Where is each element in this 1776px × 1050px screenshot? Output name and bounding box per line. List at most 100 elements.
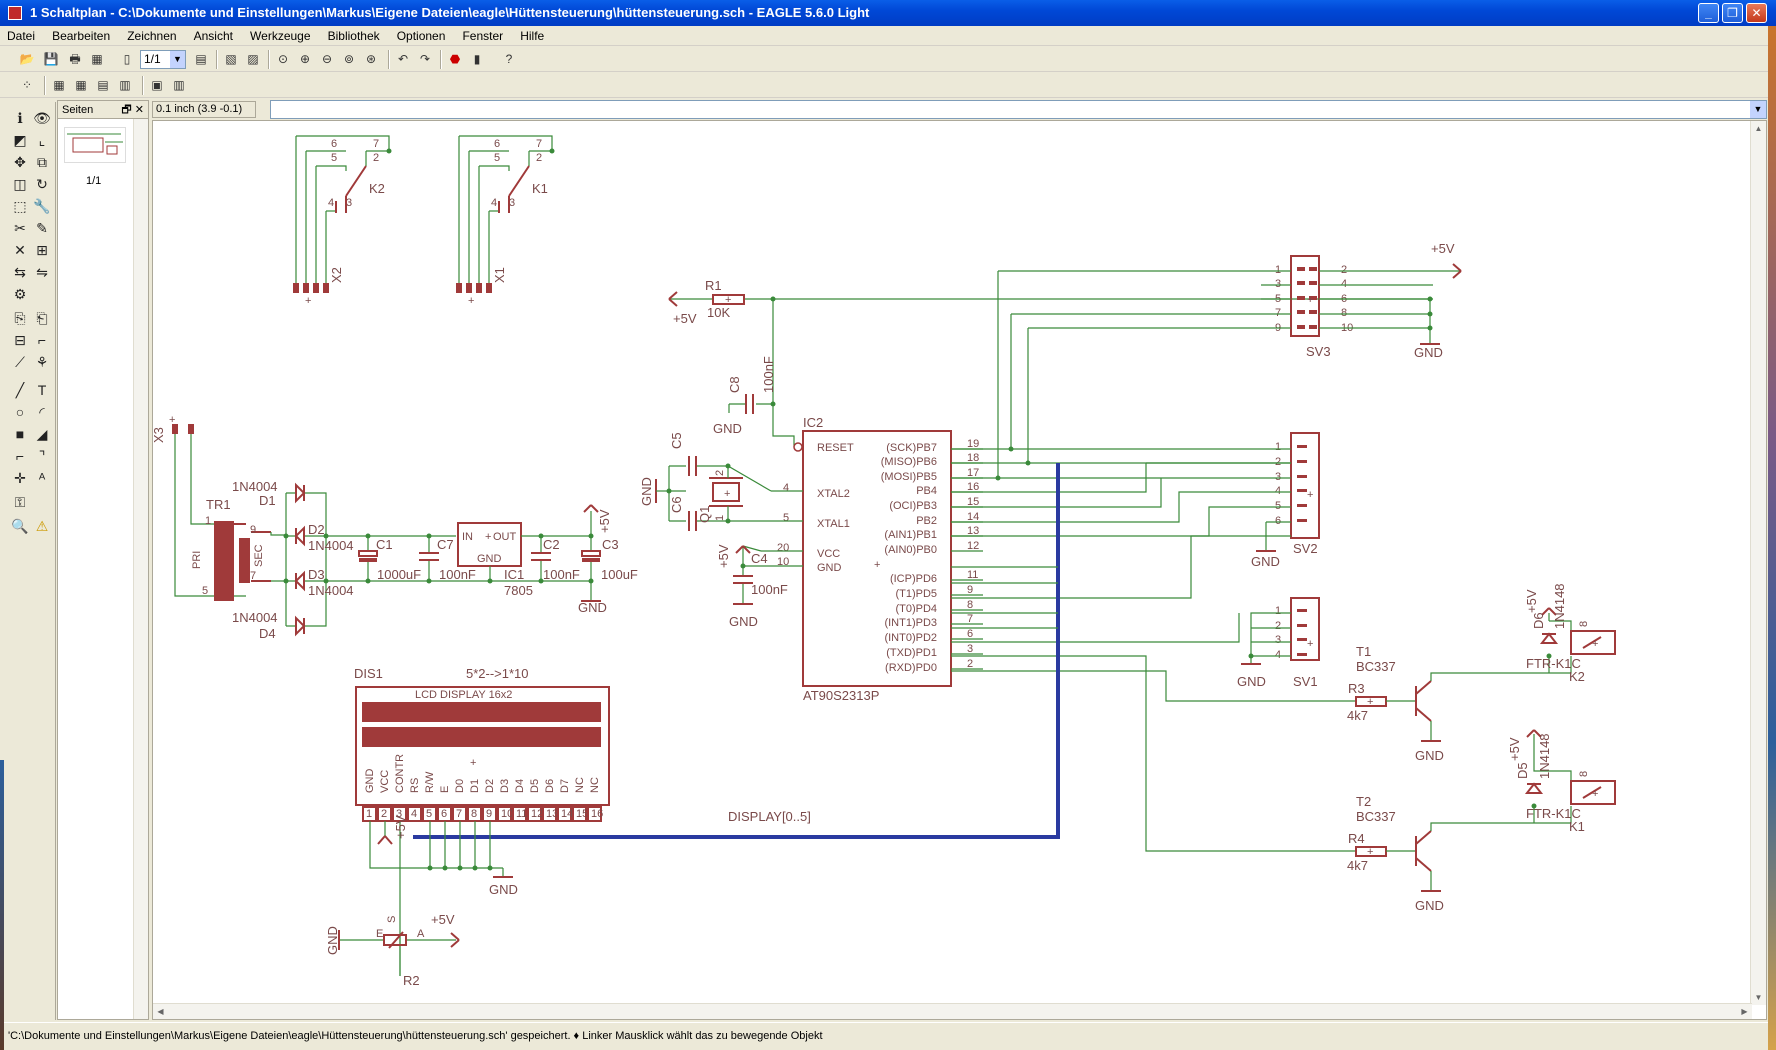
menu-datei[interactable]: Datei <box>7 29 36 43</box>
invoke-icon[interactable]: ⚘ <box>35 354 49 370</box>
canvas-vertical-scrollbar[interactable]: ▲ ▼ <box>1750 121 1766 1005</box>
rect-icon[interactable]: ■ <box>15 426 25 442</box>
add-icon[interactable]: ⊞ <box>36 242 48 258</box>
zoom-in-icon[interactable]: ⊕ <box>299 52 311 66</box>
layout-icon[interactable]: ▦ <box>53 78 65 92</box>
driver-t1[interactable]: + R3 4k7 T1 BC337 GND +5V D6 1N4148 + 8 <box>1347 583 1616 763</box>
wire-icon[interactable]: ╱ <box>15 382 25 398</box>
r2-potentiometer[interactable]: E S A +5V GND R2 <box>325 912 460 988</box>
script-icon[interactable]: ▧ <box>225 52 237 66</box>
scroll-left-icon[interactable]: ◀ <box>157 1007 164 1016</box>
cut-icon[interactable]: ✂ <box>14 220 26 236</box>
scroll-right-icon[interactable]: ▶ <box>1741 1007 1748 1016</box>
undo-icon[interactable]: ↶ <box>397 52 409 66</box>
crystal-group[interactable]: + C5 C6 Q1 2 1 GND <box>639 432 772 531</box>
net-icon[interactable]: ⌝ <box>38 448 46 464</box>
menu-hilfe[interactable]: Hilfe <box>520 29 545 43</box>
group-icon[interactable]: ⬚ <box>13 198 27 214</box>
zoom-select-icon[interactable]: ⊛ <box>365 52 377 66</box>
replace-icon[interactable]: ⚙ <box>13 286 27 302</box>
page-thumbnail[interactable] <box>64 127 126 163</box>
save-icon[interactable]: 💾 <box>43 52 59 66</box>
delete-icon[interactable]: ✕ <box>14 242 26 258</box>
miter-icon[interactable]: ⌐ <box>37 332 47 348</box>
driver-t2[interactable]: + R4 4k7 T2 BC337 GND +5V D5 1N4148 + 8 <box>1347 729 1616 913</box>
layout-icon[interactable]: ▥ <box>119 78 131 92</box>
smash-icon[interactable]: ⊟ <box>14 332 26 348</box>
bus-icon[interactable]: ⌐ <box>15 448 25 464</box>
gateswap-icon[interactable]: ⇋ <box>36 264 48 280</box>
move-icon[interactable]: ✥ <box>14 154 26 170</box>
info-icon[interactable]: ℹ <box>17 110 23 126</box>
mirror-icon[interactable]: ◫ <box>13 176 27 192</box>
relay-k1-group[interactable]: 6 7 5 2 4 3 K1 + X1 <box>456 135 555 307</box>
close-icon[interactable]: 🗗 ✕ <box>121 104 144 116</box>
pinswap-icon[interactable]: ⇆ <box>14 264 26 280</box>
restore-button[interactable]: ❐ <box>1722 3 1743 23</box>
relay-k2-group[interactable]: 6 7 5 2 4 3 K2 + X2 <box>293 135 392 307</box>
canvas-horizontal-scrollbar[interactable]: ◀ ▶ <box>153 1003 1752 1019</box>
rotate-icon[interactable]: ↻ <box>36 176 48 192</box>
errors-icon[interactable]: ⚠ <box>35 518 49 534</box>
pages-scrollbar[interactable] <box>133 119 148 1019</box>
layout-icon[interactable]: ▥ <box>173 78 185 92</box>
copy-icon[interactable]: ⧉ <box>37 154 47 170</box>
display-icon[interactable]: ◩ <box>13 132 27 148</box>
ic2-microcontroller[interactable]: IC2 AT90S2313P RESET XTAL2 XTAL1 VCC GND… <box>761 415 983 703</box>
junction-icon[interactable]: ✛ <box>14 470 26 486</box>
command-line-input[interactable]: ▼ <box>270 100 1767 119</box>
polygon-icon[interactable]: ◢ <box>36 426 48 442</box>
zoom-out-icon[interactable]: ⊖ <box>321 52 333 66</box>
display-bus[interactable]: DISPLAY[0..5] <box>413 463 1060 839</box>
menu-werkzeuge[interactable]: Werkzeuge <box>250 29 311 43</box>
text-icon[interactable]: T <box>37 382 47 398</box>
power-supply[interactable]: + X3 TR1 1 5 9 7 PRI SEC <box>153 414 638 641</box>
close-button[interactable]: ✕ <box>1746 3 1767 23</box>
paste-icon[interactable]: ✎ <box>36 220 48 236</box>
lcd-display[interactable]: DIS1 5*2-->1*10 LCD DISPLAY 16x2 + 1GND2… <box>354 666 610 976</box>
layout-icon[interactable]: ▣ <box>151 78 163 92</box>
layout-icon[interactable]: ▤ <box>97 78 109 92</box>
menu-optionen[interactable]: Optionen <box>396 29 446 43</box>
print-icon[interactable]: 🖶 <box>69 52 81 66</box>
name-icon[interactable]: ⎘ <box>14 310 26 326</box>
circle-icon[interactable]: ○ <box>15 404 25 420</box>
library-icon[interactable]: ▤ <box>195 52 207 66</box>
r1-reset-group[interactable]: + R1 10K +5V C8 100nF GND <box>668 278 1433 452</box>
menu-zeichnen[interactable]: Zeichnen <box>127 29 177 43</box>
open-icon[interactable]: 📂 <box>19 52 35 66</box>
minimize-button[interactable]: _ <box>1698 3 1719 23</box>
grid-icon[interactable]: ⁘ <box>21 78 33 92</box>
label-icon[interactable]: ᴬ <box>38 470 46 486</box>
menu-bearbeiten[interactable]: Bearbeiten <box>52 29 111 43</box>
change-icon[interactable]: 🔧 <box>33 198 51 214</box>
chevron-down-icon[interactable]: ▼ <box>1750 101 1766 118</box>
stop-icon[interactable]: ⬣ <box>449 52 461 66</box>
cam-icon[interactable]: ▦ <box>91 52 103 66</box>
go-icon[interactable]: ▮ <box>473 52 481 66</box>
value-icon[interactable]: ⎗ <box>36 310 48 326</box>
help-icon[interactable]: ? <box>505 52 513 66</box>
zoom-redraw-icon[interactable]: ⊚ <box>343 52 355 66</box>
menu-ansicht[interactable]: Ansicht <box>193 29 233 43</box>
show-icon[interactable]: 👁 <box>33 110 51 126</box>
mark-icon[interactable]: ⌞ <box>38 132 46 148</box>
menu-fenster[interactable]: Fenster <box>462 29 504 43</box>
schematic-canvas[interactable]: 6 7 5 2 4 3 K2 + X2 <box>152 120 1767 1020</box>
ulp-icon[interactable]: ▨ <box>247 52 259 66</box>
attribute-icon[interactable]: ⚿ <box>14 494 26 510</box>
arc-icon[interactable]: ◜ <box>39 404 45 420</box>
menu-bibliothek[interactable]: Bibliothek <box>327 29 380 43</box>
scroll-down-icon[interactable]: ▼ <box>1754 993 1763 1002</box>
split-icon[interactable]: ⟋ <box>15 354 25 370</box>
scroll-up-icon[interactable]: ▲ <box>1754 124 1763 133</box>
title-bar[interactable]: 1 Schaltplan - C:\Dokumente und Einstell… <box>0 0 1776 26</box>
sheet-select[interactable]: 1/1▼ <box>140 50 186 69</box>
zoom-fit-icon[interactable]: ⊙ <box>277 52 289 66</box>
layout-icon[interactable]: ▦ <box>75 78 87 92</box>
erc-icon[interactable]: 🔍 <box>11 518 29 534</box>
redo-icon[interactable]: ↷ <box>419 52 431 66</box>
